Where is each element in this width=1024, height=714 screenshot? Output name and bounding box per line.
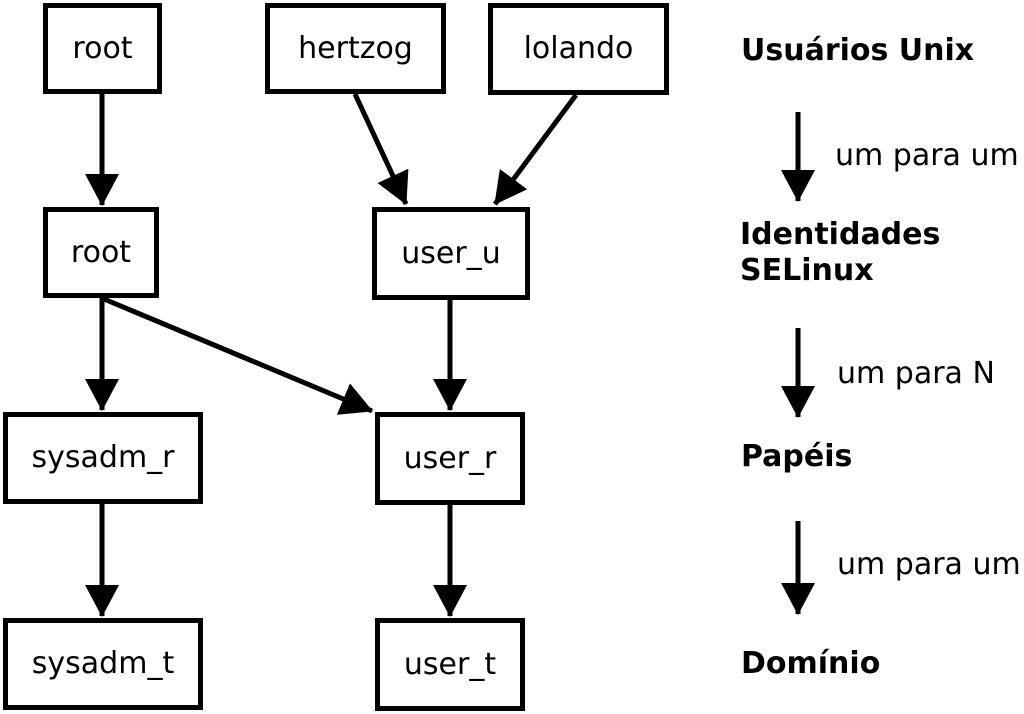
legend-one-to-one-2: um para um — [837, 547, 1021, 582]
node-selinux-root: root — [43, 207, 159, 298]
legend-identities-line2: SELinux — [740, 253, 874, 288]
node-unix-hertzog: hertzog — [265, 3, 446, 94]
legend-unix-users: Usuários Unix — [741, 33, 975, 68]
node-domain-sysadm-t: sysadm_t — [3, 618, 203, 710]
node-unix-root: root — [43, 3, 162, 94]
legend-identities-line1: Identidades — [740, 217, 941, 252]
node-role-sysadm-r: sysadm_r — [3, 412, 203, 504]
node-role-user-r: user_r — [375, 412, 525, 505]
legend-domain: Domínio — [741, 646, 881, 681]
legend-one-to-n: um para N — [837, 356, 995, 391]
arrow-lolando-to-useru — [492, 93, 579, 206]
legend-roles: Papéis — [741, 439, 853, 474]
legend-one-to-one-1: um para um — [835, 138, 1019, 173]
node-unix-lolando: lolando — [488, 3, 669, 95]
arrow-selinuxroot-to-userr — [103, 296, 373, 415]
node-selinux-user-u: user_u — [372, 207, 530, 300]
node-domain-user-t: user_t — [375, 618, 525, 711]
arrow-hertzog-to-useru — [352, 92, 409, 206]
